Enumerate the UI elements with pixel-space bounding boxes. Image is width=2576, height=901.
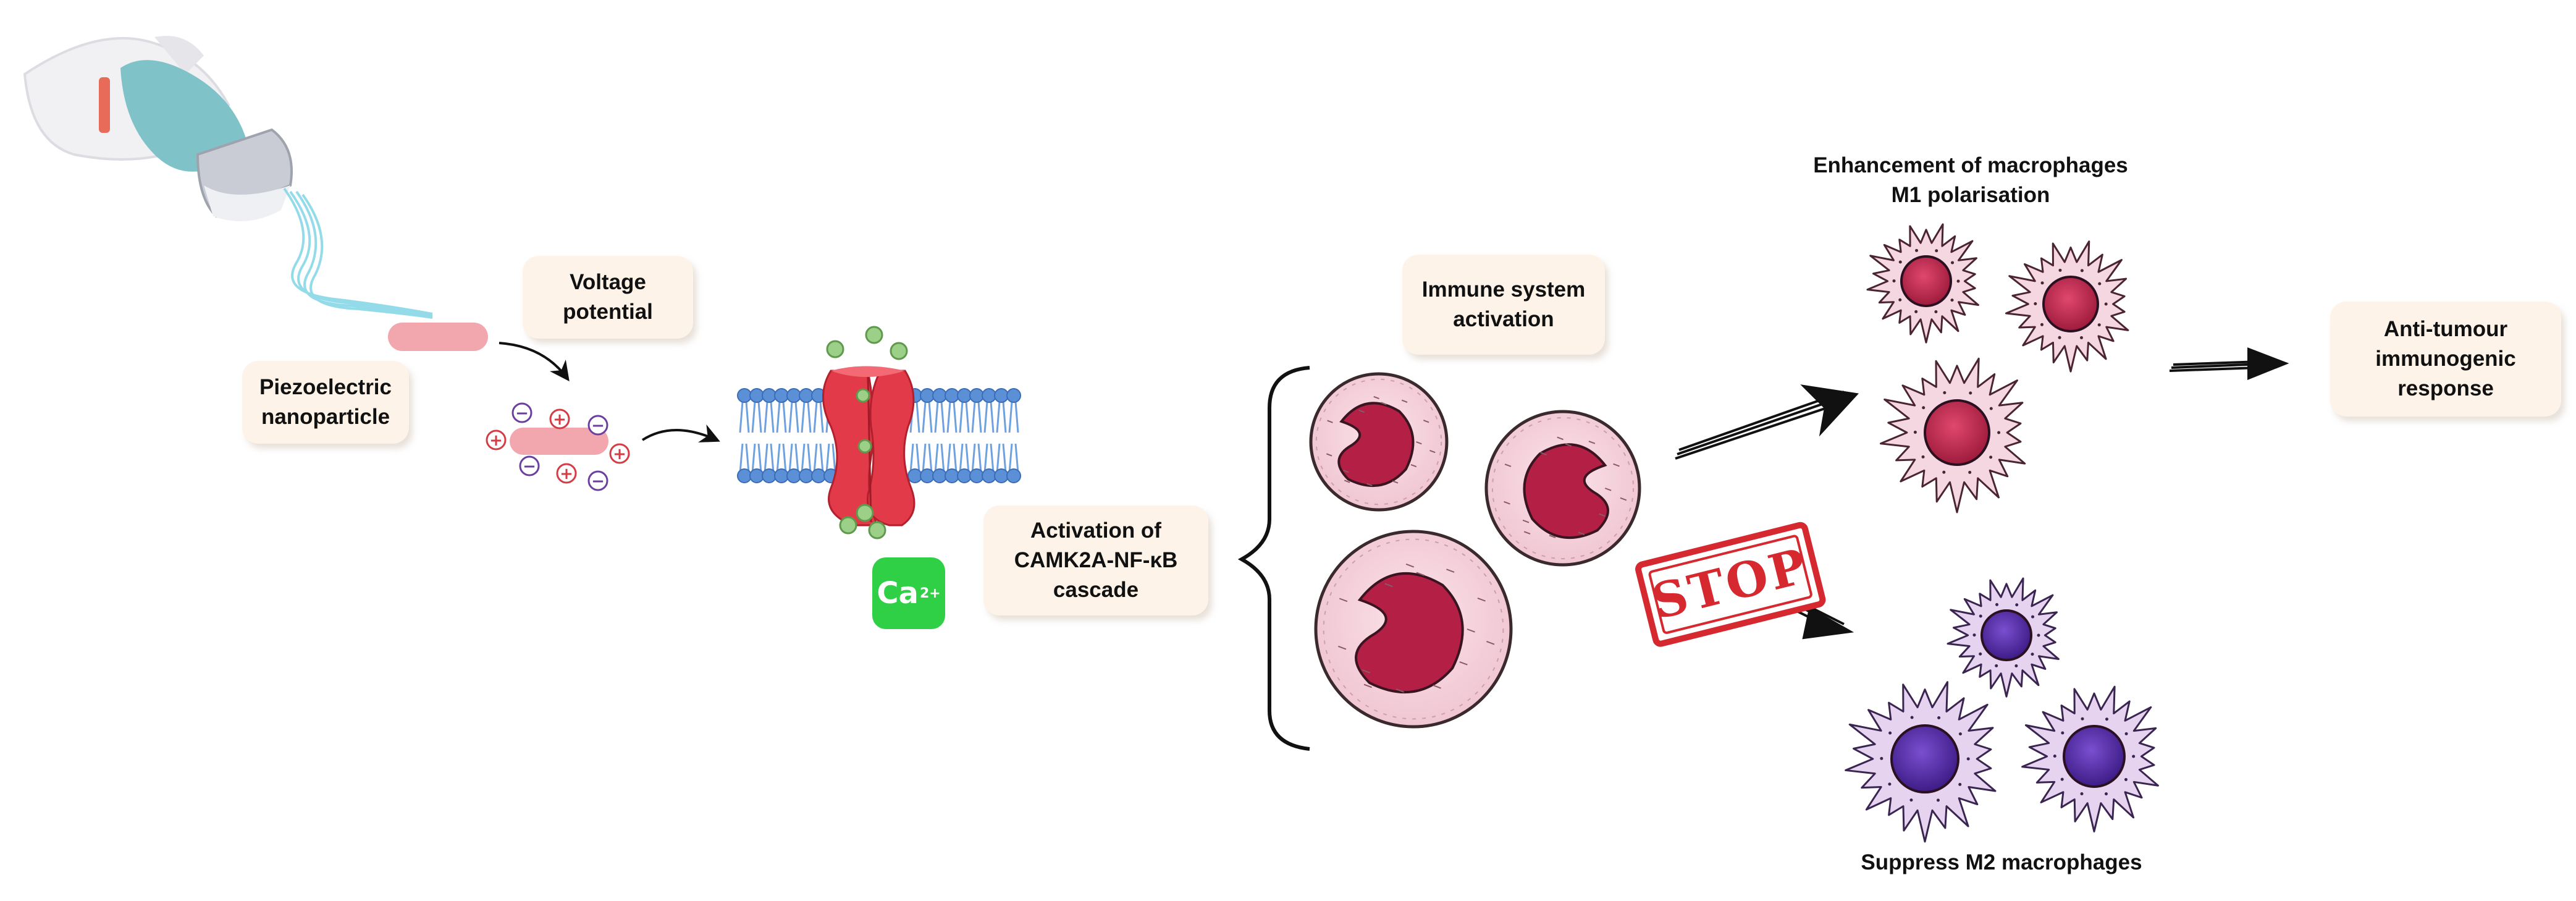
label-anti-tumour-response: Anti-tumour immunogenic response <box>2330 302 2561 417</box>
label-m2-suppression: Suppress M2 macrophages <box>1861 850 2142 874</box>
neutrophil-icon <box>1309 372 1641 729</box>
charged-nanoparticle: − + − + + − + − <box>486 402 630 491</box>
nanoparticle-resting <box>388 323 488 351</box>
hand-glove-icon <box>120 60 247 172</box>
svg-text:−: − <box>591 417 605 435</box>
arrow-polarisation <box>499 342 570 382</box>
bracket <box>1237 366 1310 751</box>
svg-text:−: − <box>515 404 529 423</box>
svg-text:+: + <box>613 445 626 463</box>
macrophage-icon <box>1845 223 2159 843</box>
label-immune-activation: Immune system activation <box>1402 255 1605 355</box>
arrow-to-response <box>2169 347 2289 380</box>
svg-text:+: + <box>560 465 573 483</box>
lipid-membrane <box>737 388 1021 483</box>
label-piezoelectric-nanoparticle: Piezoelectric nanoparticle <box>242 361 409 444</box>
ultrasound-wave-icon <box>283 187 433 319</box>
label-voltage-potential: Voltage potential <box>523 256 693 339</box>
calcium-channel-icon <box>822 366 915 527</box>
svg-text:−: − <box>523 457 536 476</box>
label-m1-enhancement: Enhancement of macrophages M1 polarisati… <box>1813 153 2128 207</box>
svg-text:+: + <box>553 410 566 429</box>
svg-text:+: + <box>489 431 503 450</box>
arrow-to-m1 <box>1675 384 1859 460</box>
ultrasound-probe-icon <box>23 36 293 221</box>
arrow-to-membrane <box>641 424 720 442</box>
calcium-ions <box>826 326 908 539</box>
svg-text:−: − <box>591 472 605 491</box>
label-camk2a-cascade: Activation of CAMK2A-NF-κB cascade <box>983 505 1208 615</box>
stop-stamp-icon: STOP <box>1635 522 1826 647</box>
